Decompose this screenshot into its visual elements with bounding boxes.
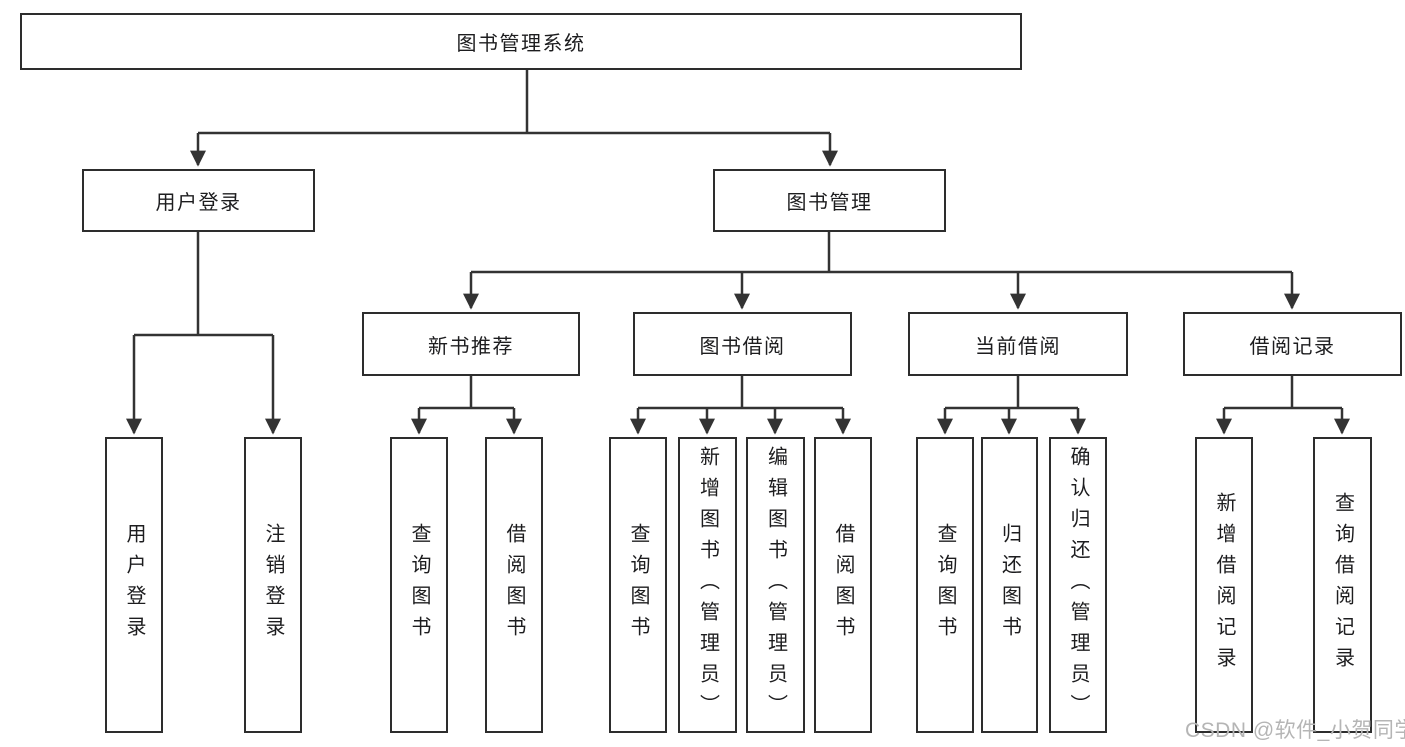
node-new-book-recommendation: 新书推荐 bbox=[362, 312, 580, 376]
leaf-add-books-admin: 新增图书（管理员） bbox=[678, 437, 737, 733]
leaf-label: 借阅图书 bbox=[832, 523, 854, 647]
node-borrowing-records: 借阅记录 bbox=[1183, 312, 1402, 376]
leaf-label: 新增借阅记录 bbox=[1213, 492, 1235, 678]
leaf-return-books: 归还图书 bbox=[981, 437, 1038, 733]
node-book-management: 图书管理 bbox=[713, 169, 946, 232]
leaf-label: 查询图书 bbox=[408, 523, 430, 647]
leaf-edit-books-admin: 编辑图书（管理员） bbox=[746, 437, 805, 733]
node-book-borrowing: 图书借阅 bbox=[633, 312, 852, 376]
node-library-management-system: 图书管理系统 bbox=[20, 13, 1022, 70]
leaf-label: 编辑图书（管理员） bbox=[764, 445, 787, 725]
leaf-label: 查询图书 bbox=[627, 523, 649, 647]
leaf-logout: 注销登录 bbox=[244, 437, 302, 733]
node-current-borrowing: 当前借阅 bbox=[908, 312, 1128, 376]
leaf-borrow-books: 借阅图书 bbox=[485, 437, 543, 733]
leaf-query-books: 查询图书 bbox=[916, 437, 974, 733]
leaf-query-books: 查询图书 bbox=[609, 437, 667, 733]
leaf-user-login: 用户登录 bbox=[105, 437, 163, 733]
leaf-label: 用户登录 bbox=[123, 523, 145, 647]
leaf-label: 确认归还（管理员） bbox=[1067, 445, 1089, 725]
leaf-add-borrow-record: 新增借阅记录 bbox=[1195, 437, 1253, 733]
leaf-label: 查询图书 bbox=[934, 523, 956, 647]
node-user-login: 用户登录 bbox=[82, 169, 315, 232]
leaf-borrow-books: 借阅图书 bbox=[814, 437, 872, 733]
leaf-confirm-return-admin: 确认归还（管理员） bbox=[1049, 437, 1107, 733]
leaf-query-borrow-record: 查询借阅记录 bbox=[1313, 437, 1372, 733]
leaf-query-books: 查询图书 bbox=[390, 437, 448, 733]
leaf-label: 新增图书（管理员） bbox=[696, 445, 719, 725]
leaf-label: 归还图书 bbox=[998, 523, 1021, 647]
leaf-label: 注销登录 bbox=[262, 523, 284, 647]
leaf-label: 查询借阅记录 bbox=[1331, 492, 1354, 678]
leaf-label: 借阅图书 bbox=[503, 523, 525, 647]
csdn-watermark: CSDN @软件_小贺同学 bbox=[1185, 719, 1405, 742]
